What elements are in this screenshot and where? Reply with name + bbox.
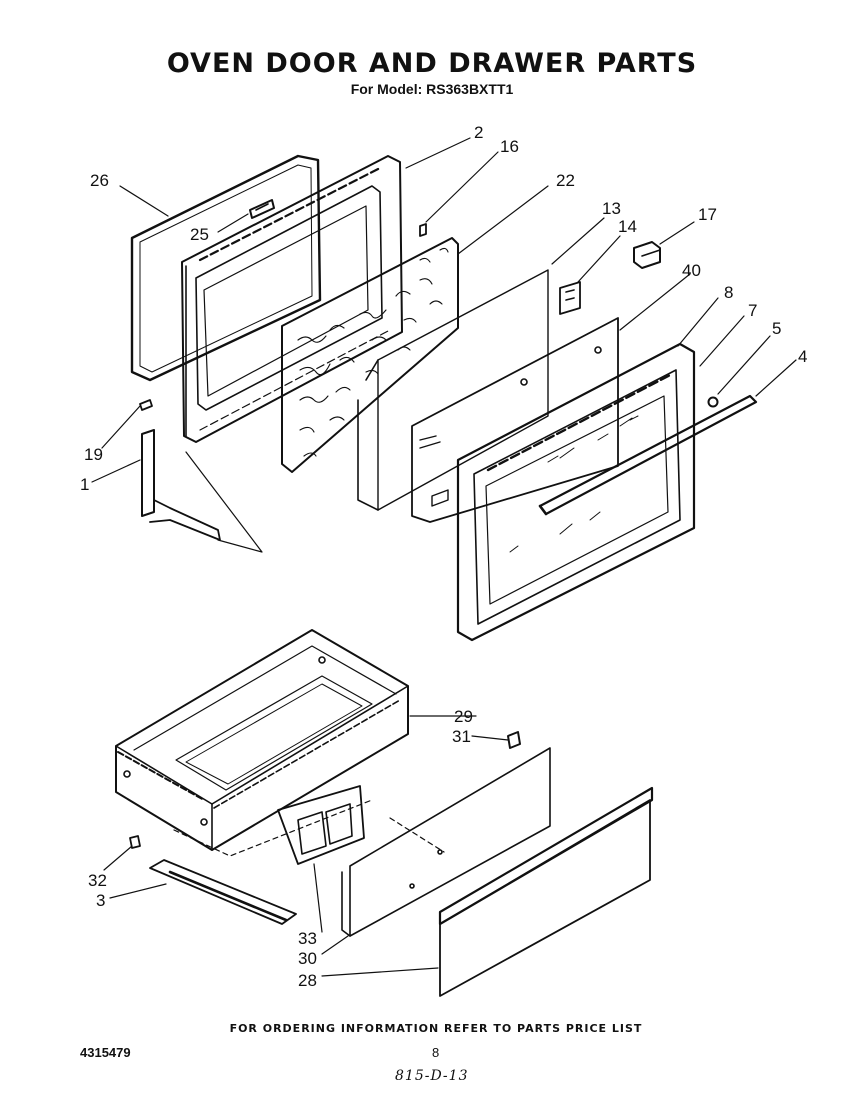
part-31-screw [507, 731, 521, 749]
part-33-bracket [277, 785, 365, 865]
part-32-screw [129, 835, 141, 849]
callout-4: 4 [798, 347, 807, 366]
part-5-screw [707, 396, 719, 408]
part-29-drawer-box [115, 629, 409, 851]
callout-32: 32 [88, 871, 107, 890]
callout-1: 1 [80, 475, 89, 494]
callout-8: 8 [724, 283, 733, 302]
callout-29: 29 [454, 707, 473, 726]
callout-14: 14 [618, 217, 637, 236]
document-number: 4315479 [80, 1045, 131, 1060]
callout-13: 13 [602, 199, 621, 218]
callout-25: 25 [190, 225, 209, 244]
part-25-bracket [249, 199, 275, 219]
part-1-hinge [141, 429, 221, 541]
callout-labels: 2 16 26 22 25 13 14 17 40 8 7 5 4 19 1 2… [80, 123, 807, 990]
leader-lines [91, 137, 797, 977]
part-19-screw [139, 399, 153, 411]
callout-7: 7 [748, 301, 757, 320]
callout-22: 22 [556, 171, 575, 190]
part-7-handle [538, 394, 758, 516]
callout-2: 2 [474, 123, 483, 142]
callout-28: 28 [298, 971, 317, 990]
handwritten-note: 815-D-13 [395, 1068, 469, 1084]
callout-31: 31 [452, 727, 471, 746]
page-title: OVEN DOOR AND DRAWER PARTS [166, 48, 698, 79]
page-number: 8 [432, 1045, 440, 1060]
model-subtitle: For Model: RS363BXTT1 [350, 81, 514, 97]
callout-33: 33 [298, 929, 317, 948]
callout-5: 5 [772, 319, 781, 338]
part-17-bumper [633, 241, 661, 269]
part-40-heat-shield [411, 317, 619, 523]
callout-40: 40 [682, 261, 701, 280]
part-8-outer-door [456, 342, 696, 642]
callout-26: 26 [90, 171, 109, 190]
callout-30: 30 [298, 949, 317, 968]
part-26-door-gasket [130, 154, 322, 382]
callout-19: 19 [84, 445, 103, 464]
part-14-clip [559, 281, 581, 315]
callout-17: 17 [698, 205, 717, 224]
part-22-insulation [281, 237, 459, 473]
callout-16: 16 [500, 137, 519, 156]
part-13-inner-glass [357, 269, 549, 511]
part-16-screw [419, 223, 427, 237]
part-3-slide-rail [149, 859, 297, 925]
part-30-inner-panel [341, 747, 551, 937]
part-28-drawer-front [438, 786, 654, 997]
ordering-note: FOR ORDERING INFORMATION REFER TO PARTS … [229, 1022, 643, 1035]
callout-3: 3 [96, 891, 105, 910]
part-2-inner-door-frame [181, 155, 403, 443]
